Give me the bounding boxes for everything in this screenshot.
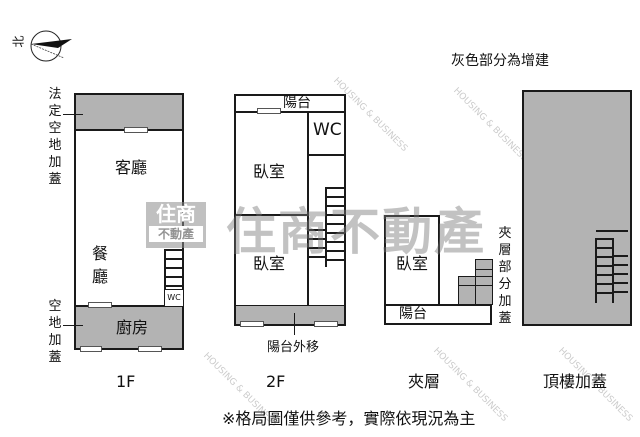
balcony-relocated-addition: [236, 306, 344, 324]
floor-title-mezzanine: 夾層: [408, 372, 441, 391]
room-balcony-2f: 陽台: [283, 95, 311, 111]
floor-title-1f: 1F: [116, 372, 136, 391]
kitchen-addition: [75, 306, 182, 349]
watermark-brand: 住商不動產: [226, 203, 486, 261]
room-wc-2f: WC: [313, 120, 342, 140]
watermark-small-text: HOUSING & BUSINESS: [451, 86, 530, 164]
annotation-mezzanine-addition: 夾層部分加蓋: [498, 226, 512, 326]
watermark-small-text: HOUSING & BUSINESS: [331, 76, 410, 154]
floor-title-rooftop: 頂樓加蓋: [543, 372, 608, 391]
annotation-legal-open-space: 法定空地加蓋: [48, 87, 62, 187]
floor-title-2f: 2F: [266, 372, 286, 391]
legend-note: 灰色部分為增建: [451, 53, 549, 69]
annotation-open-space: 空地加蓋: [48, 299, 62, 365]
room-living: 客廳: [115, 158, 148, 177]
room-dining: 餐廳: [91, 244, 108, 286]
north-label: 北: [11, 35, 26, 48]
watermark-logo: 住商 不動產: [146, 202, 206, 248]
legal-open-space-addition: [75, 94, 182, 129]
room-wc-1f: WC: [164, 289, 184, 307]
room-bedroom-mezzanine: 臥室: [396, 254, 429, 273]
room-kitchen: 廚房: [116, 318, 149, 337]
room-bedroom-1-2f: 臥室: [253, 162, 286, 181]
disclaimer: ※格局圖僅供參考，實際依現況為主: [222, 409, 476, 428]
compass-north-icon: [30, 30, 72, 62]
room-bedroom-2-2f: 臥室: [253, 254, 286, 273]
annotation-balcony-moved-out: 陽台外移: [267, 340, 320, 355]
room-balcony-mezzanine: 陽台: [399, 306, 427, 322]
